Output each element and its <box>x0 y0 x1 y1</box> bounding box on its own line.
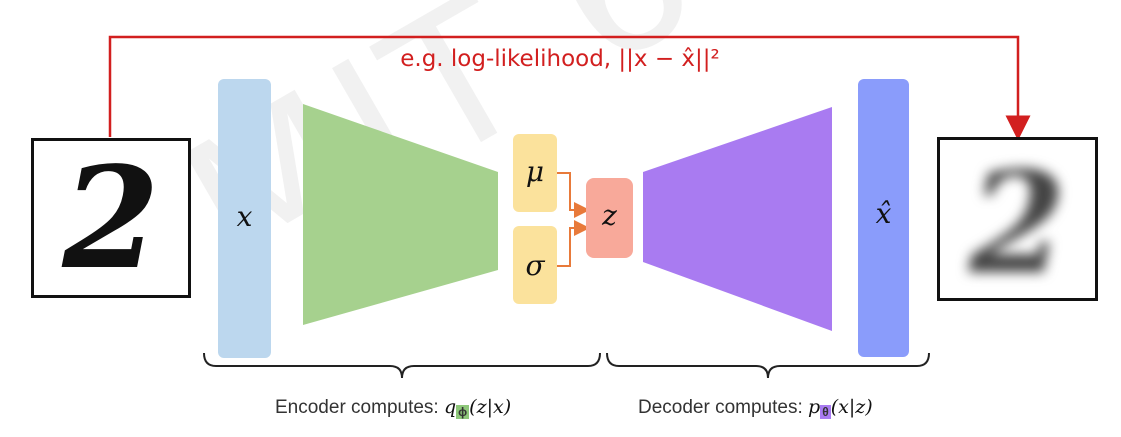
input-digit: 2 <box>62 138 160 298</box>
loss-label: e.g. log-likelihood, ||x − x̂||² <box>400 46 720 72</box>
latent-symbol: z <box>602 199 617 232</box>
sigma-to-z-arrow <box>557 220 590 267</box>
output-symbol: x̂ <box>875 197 892 230</box>
mu-box: μ <box>513 134 557 212</box>
output-digit: 2 <box>968 142 1067 301</box>
decoder-network <box>643 107 832 331</box>
decoder-fn: p <box>808 396 821 418</box>
latent-box: z <box>586 178 633 258</box>
input-layer: x <box>218 79 271 358</box>
sigma-symbol: σ <box>525 249 545 282</box>
decoder-args: (x|z) <box>830 396 873 418</box>
decoder-caption-text: Decoder computes: <box>638 397 809 418</box>
mu-to-z-arrow <box>557 172 590 218</box>
encoder-network <box>303 104 498 325</box>
output-image: 2 <box>937 137 1098 301</box>
encoder-caption-text: Encoder computes: <box>275 397 444 418</box>
encoder-sub: ϕ <box>456 405 470 419</box>
input-symbol: x <box>236 200 253 233</box>
encoder-args: (z|x) <box>469 396 512 418</box>
decoder-sub: θ <box>820 405 831 419</box>
decoder-brace <box>606 352 930 379</box>
sigma-box: σ <box>513 226 557 304</box>
loss-arrow <box>108 35 1031 141</box>
mu-symbol: μ <box>525 155 545 188</box>
input-image: 2 <box>31 138 191 298</box>
encoder-brace <box>203 352 601 379</box>
encoder-fn: q <box>443 396 457 418</box>
output-layer: x̂ <box>858 79 909 357</box>
